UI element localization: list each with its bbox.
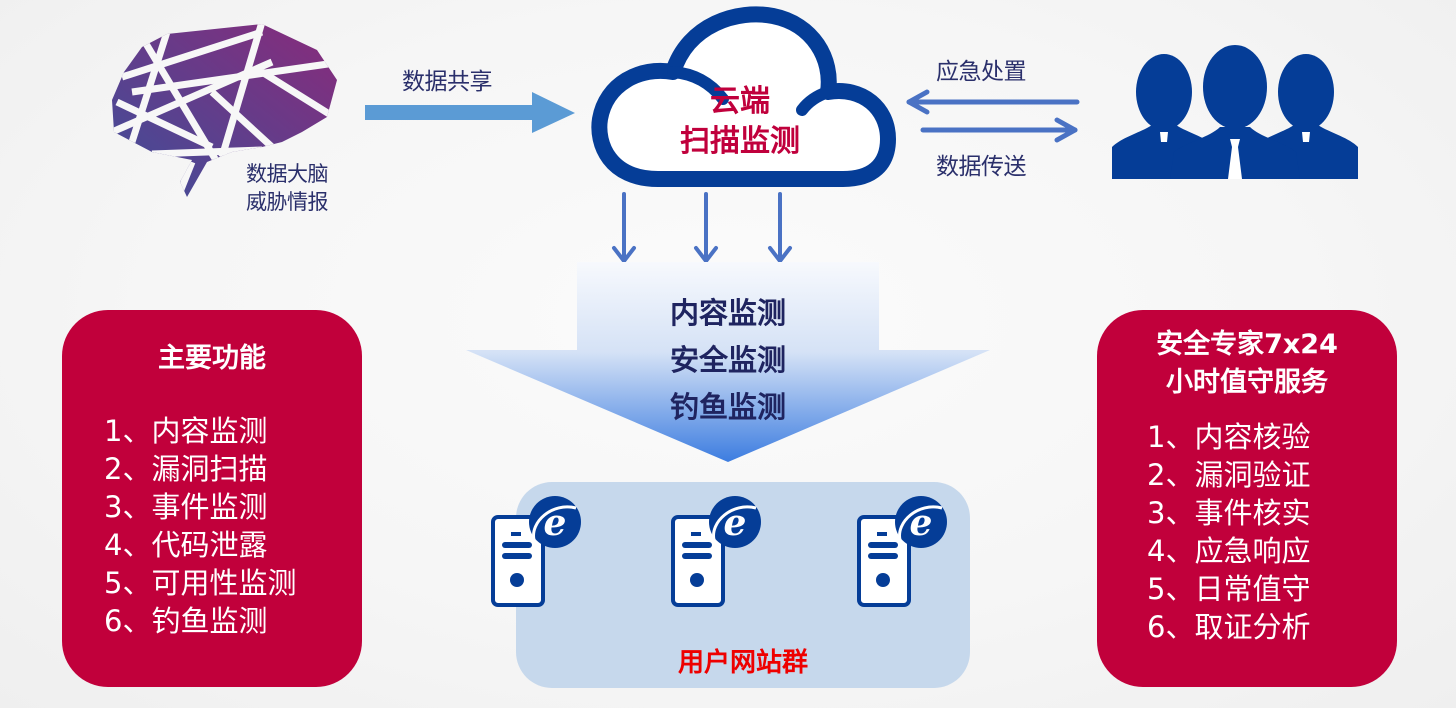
expert-service-title-line1: 安全专家7x24 bbox=[1156, 329, 1338, 360]
expert-service-title: 安全专家7x24 小时值守服务 bbox=[1097, 326, 1397, 402]
cloud-title-line1: 云端 bbox=[710, 84, 770, 119]
server-ie-icon: e bbox=[491, 496, 581, 607]
expert-service-panel: 安全专家7x24 小时值守服务 1、内容核验 2、漏洞验证 3、事件核实 4、应… bbox=[1097, 310, 1397, 687]
function-item: 6、钓鱼监测 bbox=[104, 604, 268, 638]
expert-service-list: 1、内容核验 2、漏洞验证 3、事件核实 4、应急响应 5、日常值守 6、取证分… bbox=[1147, 418, 1310, 646]
service-item: 3、事件核实 bbox=[1147, 496, 1311, 530]
main-functions-panel: 主要功能 1、内容监测 2、漏洞扫描 3、事件监测 4、代码泄露 5、可用性监测… bbox=[62, 310, 362, 687]
function-item: 3、事件监测 bbox=[104, 490, 268, 524]
service-item: 1、内容核验 bbox=[1147, 420, 1311, 454]
bidirectional-arrows-icon bbox=[906, 89, 1080, 143]
arrow-right-icon bbox=[365, 92, 575, 133]
service-item: 4、应急响应 bbox=[1147, 534, 1311, 568]
function-item: 4、代码泄露 bbox=[104, 528, 268, 562]
cloud-title: 云端 扫描监测 bbox=[620, 82, 860, 162]
function-item: 5、可用性监测 bbox=[104, 566, 297, 600]
brain-icon bbox=[112, 24, 337, 197]
down-arrows-icon bbox=[612, 192, 792, 263]
function-item: 2、漏洞扫描 bbox=[104, 452, 268, 486]
main-functions-title: 主要功能 bbox=[158, 343, 266, 374]
monitoring-item: 安全监测 bbox=[669, 343, 786, 377]
monitoring-item: 钓鱼监测 bbox=[669, 390, 786, 424]
monitoring-list: 内容监测 安全监测 钓鱼监测 bbox=[628, 290, 828, 431]
monitoring-item: 内容监测 bbox=[669, 296, 786, 330]
function-item: 1、内容监测 bbox=[104, 414, 268, 448]
server-ie-icon: e bbox=[671, 496, 761, 607]
main-functions-list: 1、内容监测 2、漏洞扫描 3、事件监测 4、代码泄露 5、可用性监测 6、钓鱼… bbox=[104, 412, 296, 640]
website-group-title: 用户网站群 bbox=[677, 648, 808, 678]
brain-label-line2: 威胁情报 bbox=[246, 190, 329, 214]
data-transfer-label: 数据传送 bbox=[936, 154, 1027, 180]
brain-label: 数据大脑威胁情报 bbox=[246, 160, 329, 216]
server-ie-icon: e bbox=[857, 496, 947, 607]
big-down-arrow bbox=[466, 262, 990, 462]
service-item: 5、日常值守 bbox=[1147, 572, 1311, 606]
service-item: 6、取证分析 bbox=[1147, 610, 1311, 644]
cloud-title-line2: 扫描监测 bbox=[680, 124, 800, 159]
cloud-icon bbox=[591, 6, 896, 187]
data-share-label: 数据共享 bbox=[402, 69, 493, 95]
service-item: 2、漏洞验证 bbox=[1147, 458, 1311, 492]
brain-label-line1: 数据大脑 bbox=[246, 162, 329, 186]
expert-service-title-line2: 小时值守服务 bbox=[1166, 367, 1328, 398]
emergency-response-label: 应急处置 bbox=[936, 59, 1027, 85]
people-icon bbox=[1112, 45, 1358, 179]
